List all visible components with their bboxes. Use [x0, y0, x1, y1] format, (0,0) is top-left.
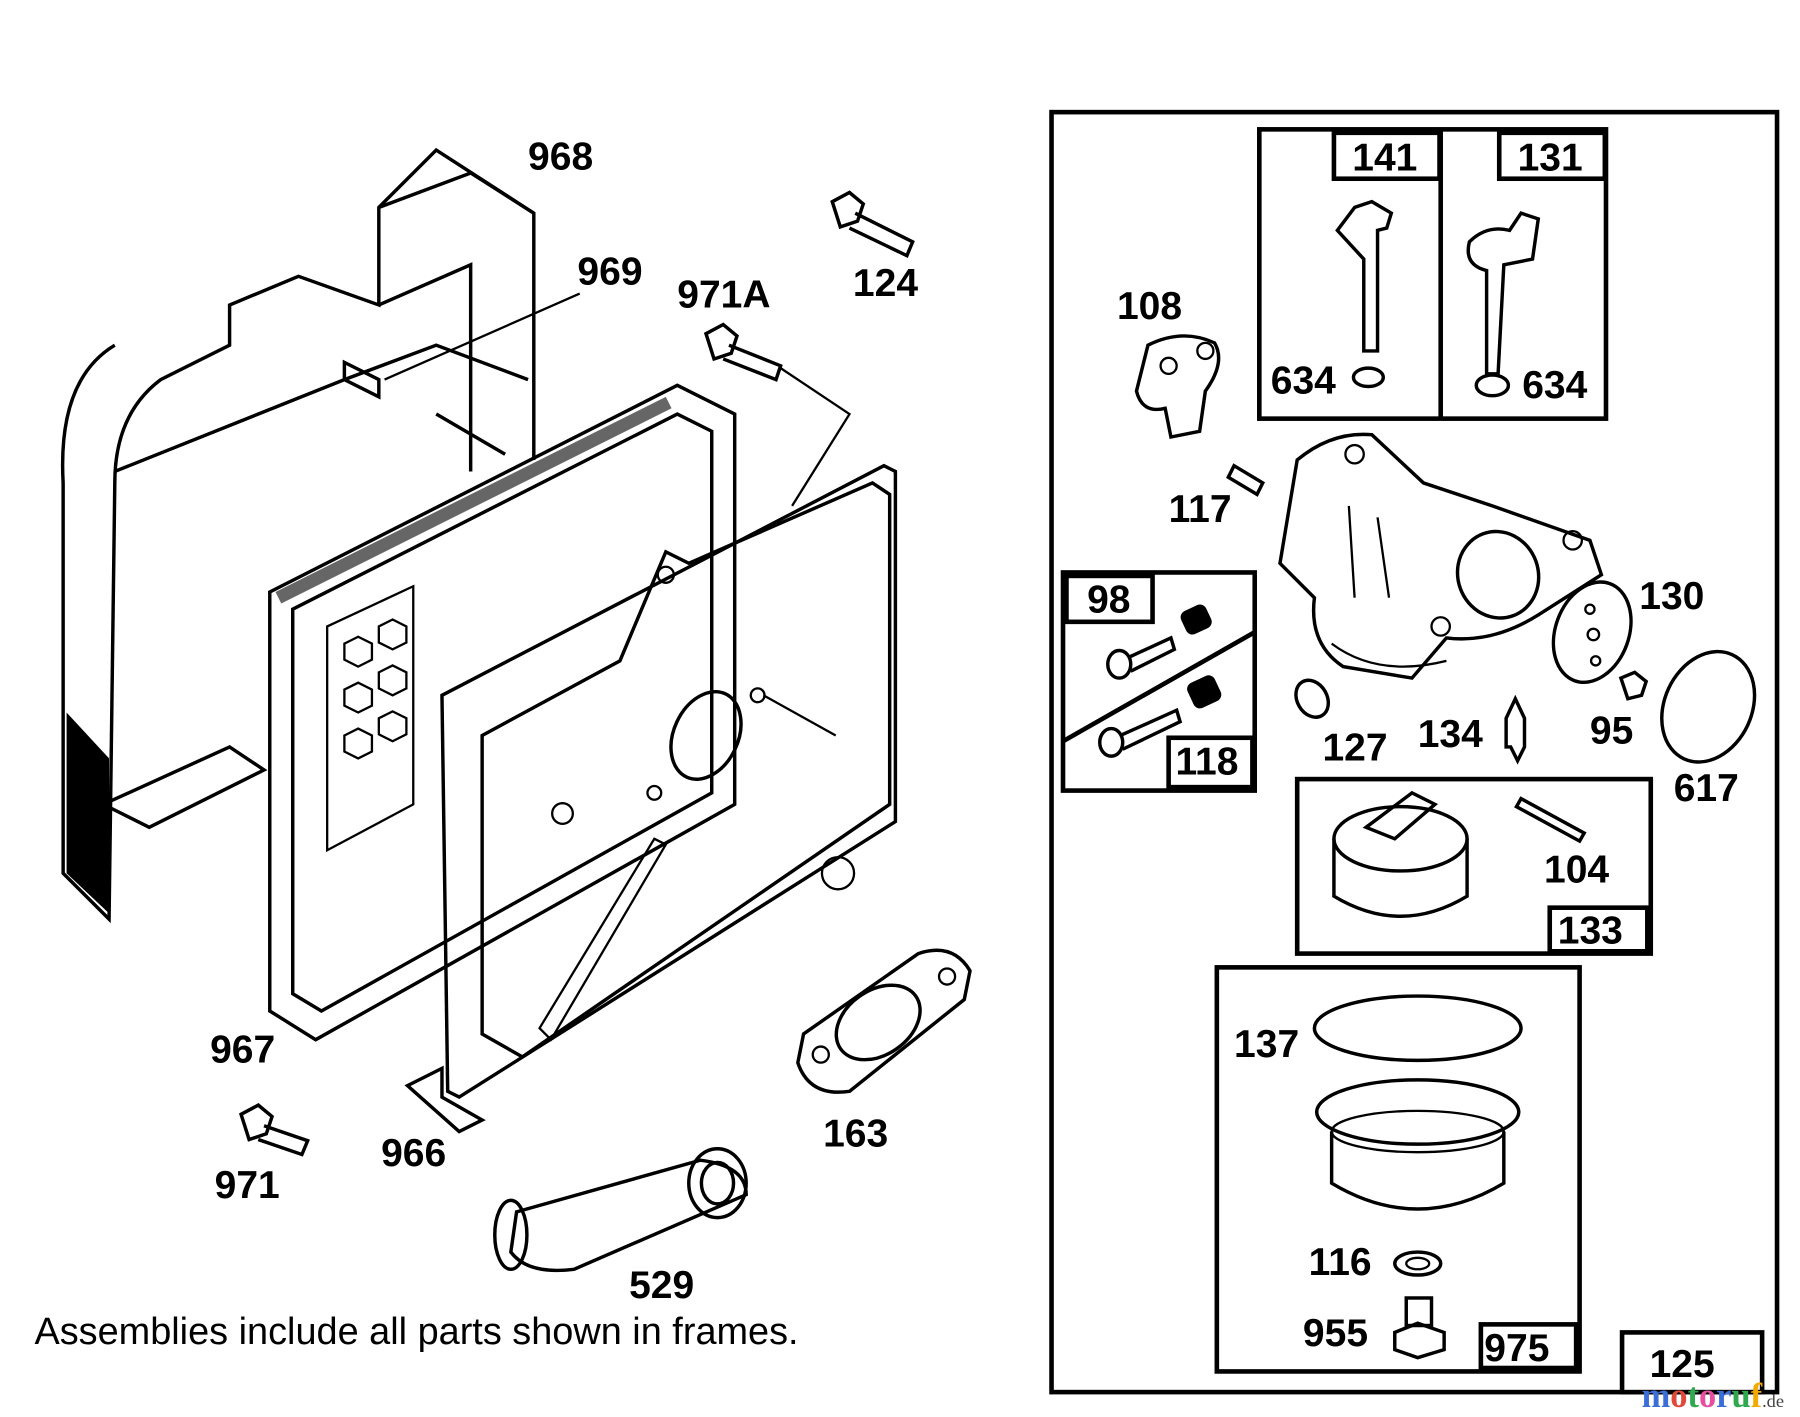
bolt-124: [830, 190, 915, 258]
label-117: 117: [1169, 488, 1232, 531]
label-box-98: [1064, 573, 1155, 625]
frame-125: [1049, 109, 1780, 1395]
label-955: 955: [1303, 1312, 1368, 1355]
caption: Assemblies include all parts shown in fr…: [34, 1311, 798, 1353]
label-966: 966: [381, 1132, 446, 1175]
label-634-a: 634: [1271, 359, 1336, 402]
leader-971A: [779, 367, 852, 507]
bolt-971: [238, 1103, 310, 1157]
watermark-logo: motoruf.de: [1642, 1377, 1784, 1415]
label-104: 104: [1544, 848, 1609, 891]
float-bowl-137: [1312, 994, 1523, 1211]
label-163: 163: [823, 1112, 888, 1155]
throttle-shaft-141: [1335, 199, 1394, 389]
frame-975: [1214, 965, 1582, 1374]
bowl-nut-955: [1393, 1296, 1446, 1360]
label-124: 124: [853, 262, 918, 305]
o-ring-617: [1660, 649, 1757, 764]
carburetor-body: [1278, 432, 1604, 680]
label-98: 98: [1087, 579, 1130, 622]
frame-141-131: [1257, 127, 1609, 421]
leader-969: [384, 292, 581, 381]
leader-966: [762, 694, 837, 737]
breather-tube-529: [493, 1147, 748, 1273]
idle-screw-98: [1106, 604, 1212, 680]
label-133: 133: [1558, 909, 1623, 952]
pin-104: [1514, 796, 1587, 844]
label-137: 137: [1234, 1023, 1299, 1066]
frame-133: [1294, 776, 1654, 956]
label-971: 971: [215, 1164, 280, 1207]
label-131: 131: [1518, 137, 1583, 180]
label-box-131: [1496, 130, 1608, 182]
diaphragm-130: [1551, 580, 1633, 685]
label-971A: 971A: [677, 273, 770, 316]
air-cleaner-base-968: [60, 147, 536, 924]
label-box-141: [1331, 130, 1442, 182]
label-969: 969: [577, 250, 642, 293]
label-617: 617: [1674, 767, 1739, 810]
washer-116: [1393, 1250, 1443, 1277]
label-box-133: [1547, 905, 1650, 954]
cover-966: [404, 463, 898, 1134]
pin-117: [1226, 463, 1266, 497]
gasket-163: [796, 948, 972, 1094]
svg-text:motoruf.de: motoruf.de: [1642, 1377, 1784, 1415]
label-134: 134: [1418, 713, 1483, 756]
label-box-118: [1166, 735, 1255, 790]
label-box-125: [1619, 1330, 1765, 1395]
frame-98-118: [1060, 570, 1258, 793]
label-95: 95: [1590, 710, 1633, 753]
choke-shaft-131: [1466, 211, 1541, 398]
label-130: 130: [1639, 575, 1704, 618]
screw-95: [1618, 670, 1649, 701]
label-116: 116: [1309, 1241, 1372, 1284]
welch-plug-127: [1294, 678, 1331, 719]
float-133: [1332, 790, 1469, 918]
mixture-screw-118: [1098, 675, 1222, 758]
label-127: 127: [1322, 727, 1387, 770]
label-634-b: 634: [1522, 364, 1587, 407]
label-968: 968: [528, 136, 593, 179]
label-108: 108: [1117, 285, 1182, 328]
label-529: 529: [629, 1264, 694, 1307]
label-125: 125: [1650, 1343, 1715, 1386]
label-118: 118: [1176, 741, 1239, 784]
filter-967: [268, 383, 737, 1042]
label-975: 975: [1484, 1327, 1549, 1370]
plate-108: [1134, 334, 1221, 440]
label-141: 141: [1352, 137, 1417, 180]
label-box-975: [1478, 1322, 1579, 1371]
needle-134: [1504, 694, 1527, 765]
label-967: 967: [210, 1029, 275, 1072]
bolt-971A: [703, 322, 783, 382]
